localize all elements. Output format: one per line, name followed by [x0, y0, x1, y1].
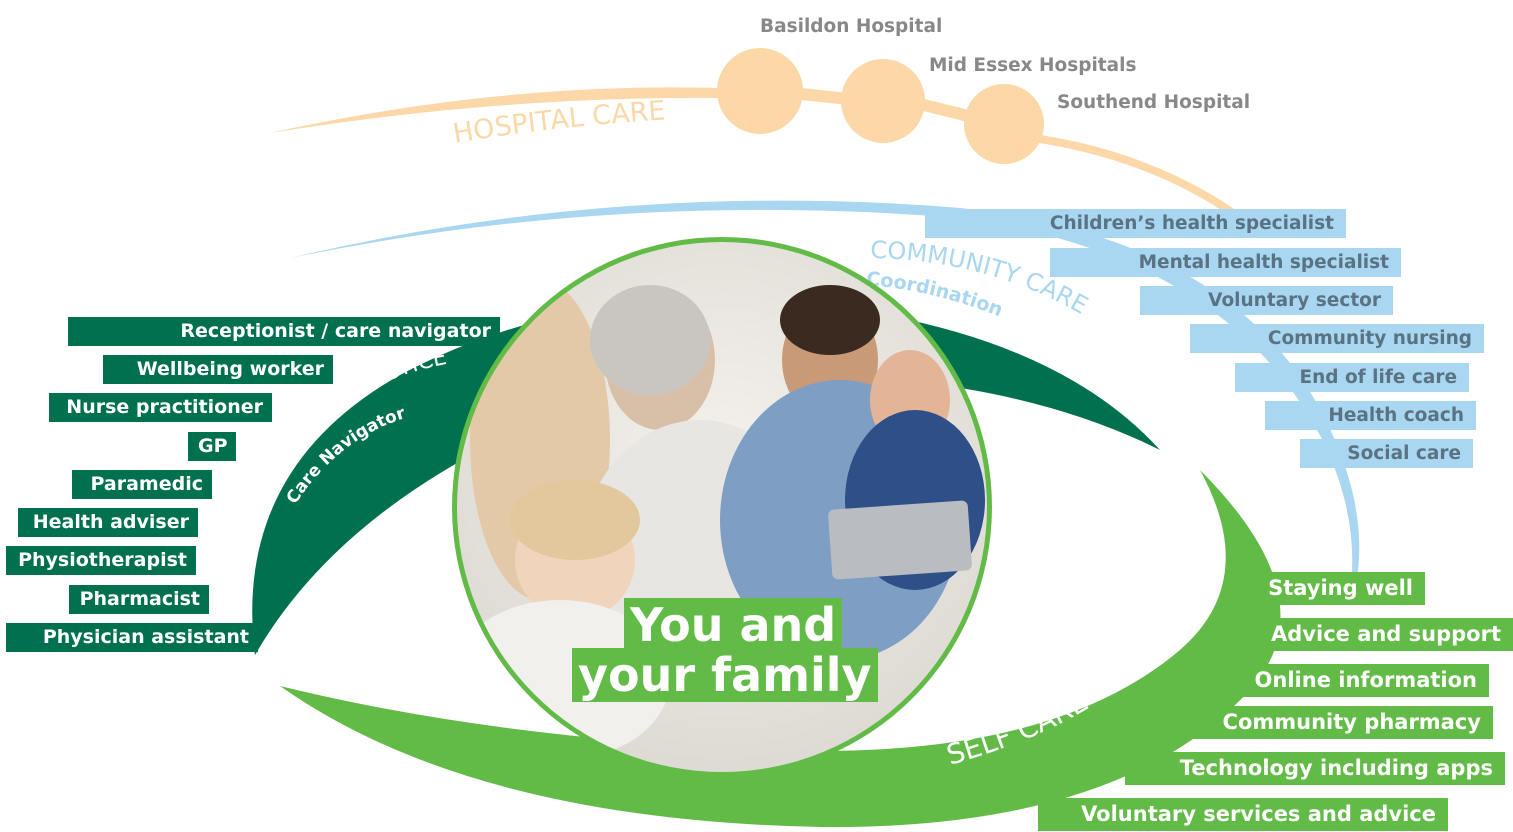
hospital-node-basildon	[717, 48, 803, 134]
hospital-link-2	[914, 97, 976, 124]
hospital-name-basildon: Basildon Hospital	[760, 16, 943, 37]
hospital-name-southend: Southend Hospital	[1057, 92, 1251, 113]
community-item-community-nursing: Community nursing	[1190, 324, 1484, 353]
centre-title-line-1: You and	[624, 598, 843, 652]
community-item-health-coach: Health coach	[1265, 401, 1476, 430]
self-care-item-technology-including-apps: Technology including apps	[1125, 752, 1505, 785]
hospital-link-1	[794, 87, 848, 105]
self-care-item-voluntary-services: Voluntary services and advice	[1038, 798, 1448, 831]
gp-item-pharmacist: Pharmacist	[69, 585, 209, 614]
centre-title-line-2: your family	[572, 648, 878, 702]
centre-title-line-2-text: your family	[572, 648, 878, 702]
community-item-childrens-health-specialist: Children’s health specialist	[925, 209, 1346, 238]
gp-item-physician-assistant: Physician assistant	[6, 623, 258, 652]
general-practice-arc	[252, 298, 1161, 655]
hospital-care-arc	[270, 87, 720, 133]
gp-item-gp: GP	[188, 432, 236, 461]
community-item-voluntary-sector: Voluntary sector	[1140, 286, 1393, 315]
community-item-mental-health-specialist: Mental health specialist	[1050, 248, 1401, 277]
hospital-name-mid-essex: Mid Essex Hospitals	[929, 55, 1137, 76]
centre-title-line-1-text: You and	[624, 598, 843, 652]
self-care-item-community-pharmacy: Community pharmacy	[1180, 706, 1493, 739]
self-care-arc	[280, 470, 1281, 828]
gp-item-paramedic: Paramedic	[72, 470, 212, 499]
community-item-end-of-life-care: End of life care	[1235, 363, 1469, 392]
community-item-social-care: Social care	[1300, 439, 1473, 468]
gp-item-wellbeing-worker: Wellbeing worker	[103, 355, 333, 384]
community-care-arc	[290, 200, 1360, 573]
self-care-item-staying-well: Staying well	[1242, 572, 1425, 605]
hospital-care-arc-right	[1009, 131, 1253, 229]
family-photo	[457, 242, 987, 772]
gp-item-nurse-practitioner: Nurse practitioner	[49, 393, 272, 422]
self-care-item-advice-and-support: Advice and support	[1243, 618, 1513, 651]
gp-item-physiotherapist: Physiotherapist	[6, 546, 196, 575]
gp-item-receptionist: Receptionist / care navigator	[68, 317, 500, 346]
self-care-item-online-information: Online information	[1212, 664, 1489, 697]
hospital-node-southend	[964, 84, 1044, 164]
gp-item-health-adviser: Health adviser	[18, 508, 198, 537]
hospital-node-mid-essex	[841, 59, 925, 143]
